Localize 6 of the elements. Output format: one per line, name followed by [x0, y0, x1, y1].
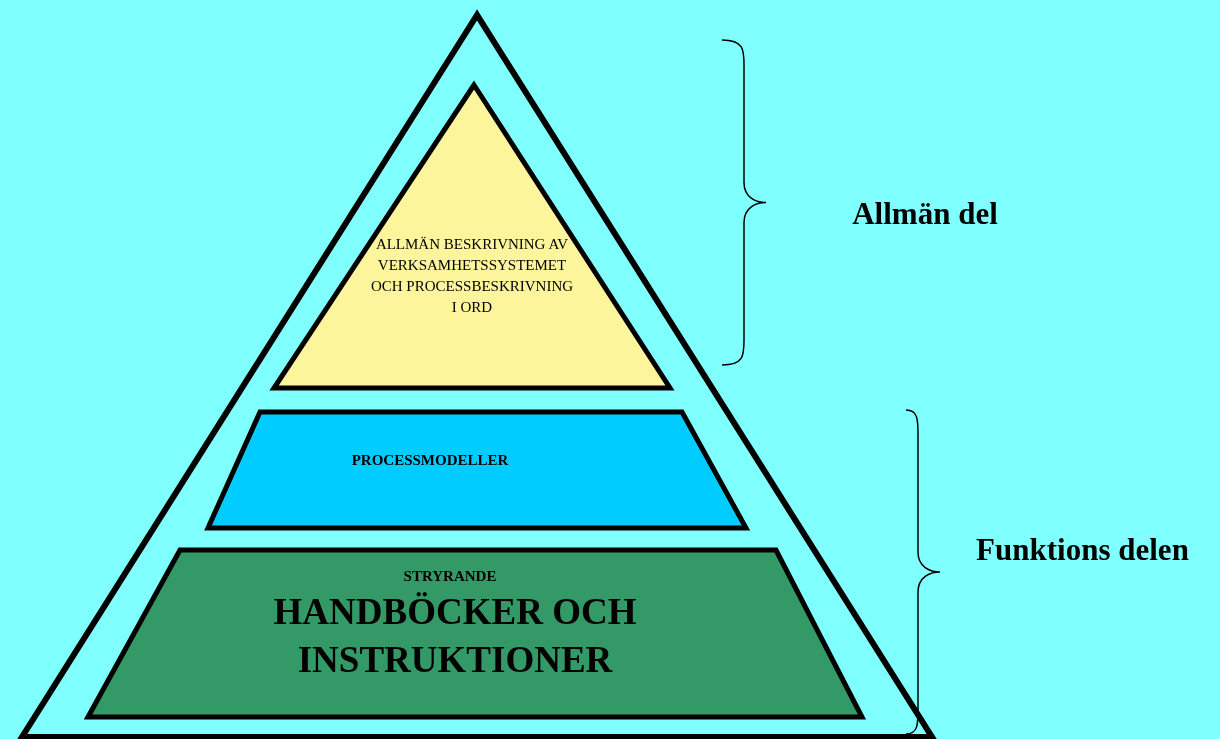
node-text: ALLMÄN BESKRIVNING AV VERKSAMHETSSYSTEMET OCH PROCESSBESKRIVNING I ORD	[369, 235, 575, 317]
bracket-label: Funktions delen	[975, 531, 1190, 569]
node-text: PROCESSMODELLER	[350, 451, 510, 470]
bracket-label: Allmän del	[851, 195, 999, 233]
subheading-text: STRYRANDE	[402, 567, 498, 586]
node-text: HANDBÖCKER OCH INSTRUKTIONER	[272, 590, 638, 682]
